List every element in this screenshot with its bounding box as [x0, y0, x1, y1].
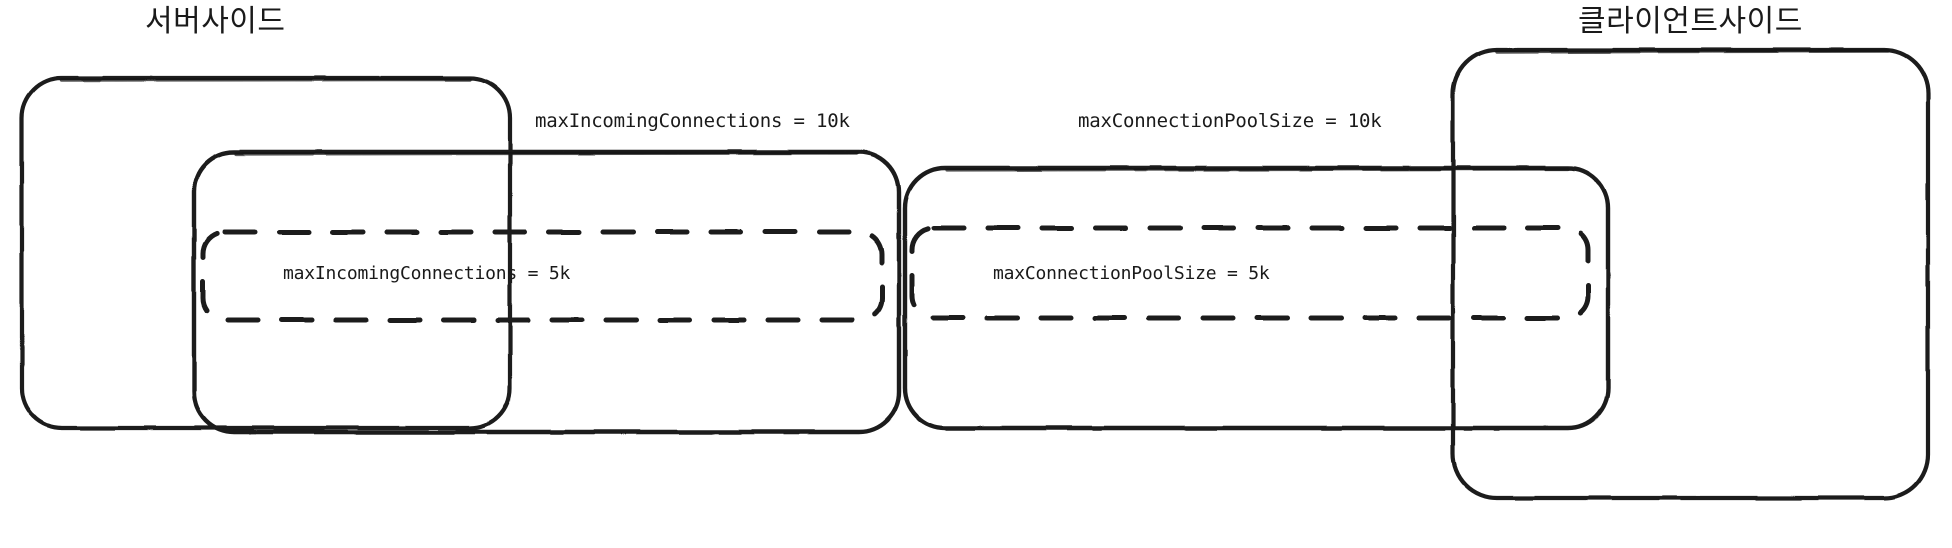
client-inner-box-10k: [902, 165, 1611, 431]
server-side-title: 서버사이드: [145, 4, 286, 39]
client-max-pool-5k-label: maxConnectionPoolSize = 5k: [993, 263, 1270, 284]
client-inner-box-5k: [909, 225, 1591, 321]
server-inner-box-10k: [191, 149, 902, 435]
server-outer-box: [19, 75, 513, 431]
server-max-incoming-5k-label: maxIncomingConnections = 5k: [283, 263, 571, 284]
server-max-incoming-10k-label: maxIncomingConnections = 10k: [535, 110, 850, 132]
client-side-title: 클라이언트사이드: [1578, 4, 1803, 39]
client-outer-box: [1450, 47, 1931, 501]
client-max-pool-10k-label: maxConnectionPoolSize = 10k: [1078, 110, 1382, 132]
